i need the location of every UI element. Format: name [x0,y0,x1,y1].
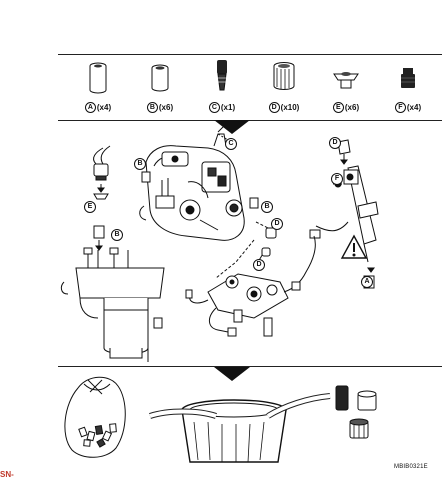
dark-plug-icon [401,68,415,88]
part-letter: D [268,102,280,113]
callout-a: A [361,276,373,288]
separator-top [58,54,442,55]
down-arrow-icon [214,367,250,381]
separator-bottom [58,366,442,367]
part-a: A(x4) [66,54,130,120]
callout-f: F [331,173,343,185]
part-qty: (x10) [280,103,300,112]
callout-d: D [271,218,283,230]
callout-e: E [84,201,96,213]
fuel-system-assembly [60,125,379,362]
part-f: F(x4) [376,54,440,120]
part-qty: (x4) [406,103,422,112]
part-qty: (x6) [344,103,360,112]
part-letter: B [146,102,158,113]
disposal-illustration [64,376,377,463]
part-qty: (x1) [220,103,236,112]
flanged-plug-icon [333,72,359,89]
separator-parts [58,120,442,121]
callout-d: D [329,137,341,149]
part-qty: (x6) [158,103,174,112]
knurled-cap-icon [273,62,295,90]
short-sleeve-icon [151,64,169,92]
part-b: B(x6) [128,54,192,120]
corner-note: SN- [0,470,14,479]
part-qty: (x4) [96,103,112,112]
callout-c: C [225,138,237,150]
part-letter: A [84,102,96,113]
parts-legend: A(x4) B(x6) C(x1) D(x10) [58,54,442,120]
part-d: D(x10) [252,54,316,120]
part-letter: C [208,102,220,113]
part-letter: E [332,102,344,113]
part-e: E(x6) [314,54,378,120]
part-c: C(x1) [190,54,254,120]
callout-d: D [253,259,265,271]
down-arrow-icon [214,120,250,134]
part-letter: F [394,102,406,113]
callout-b: B [261,201,273,213]
sleeve-cylinder-icon [89,62,107,94]
callout-b: B [111,229,123,241]
plug-cap-icon [217,60,227,91]
callout-b: B [134,158,146,170]
figure-code: MBIB0321E [394,464,428,470]
